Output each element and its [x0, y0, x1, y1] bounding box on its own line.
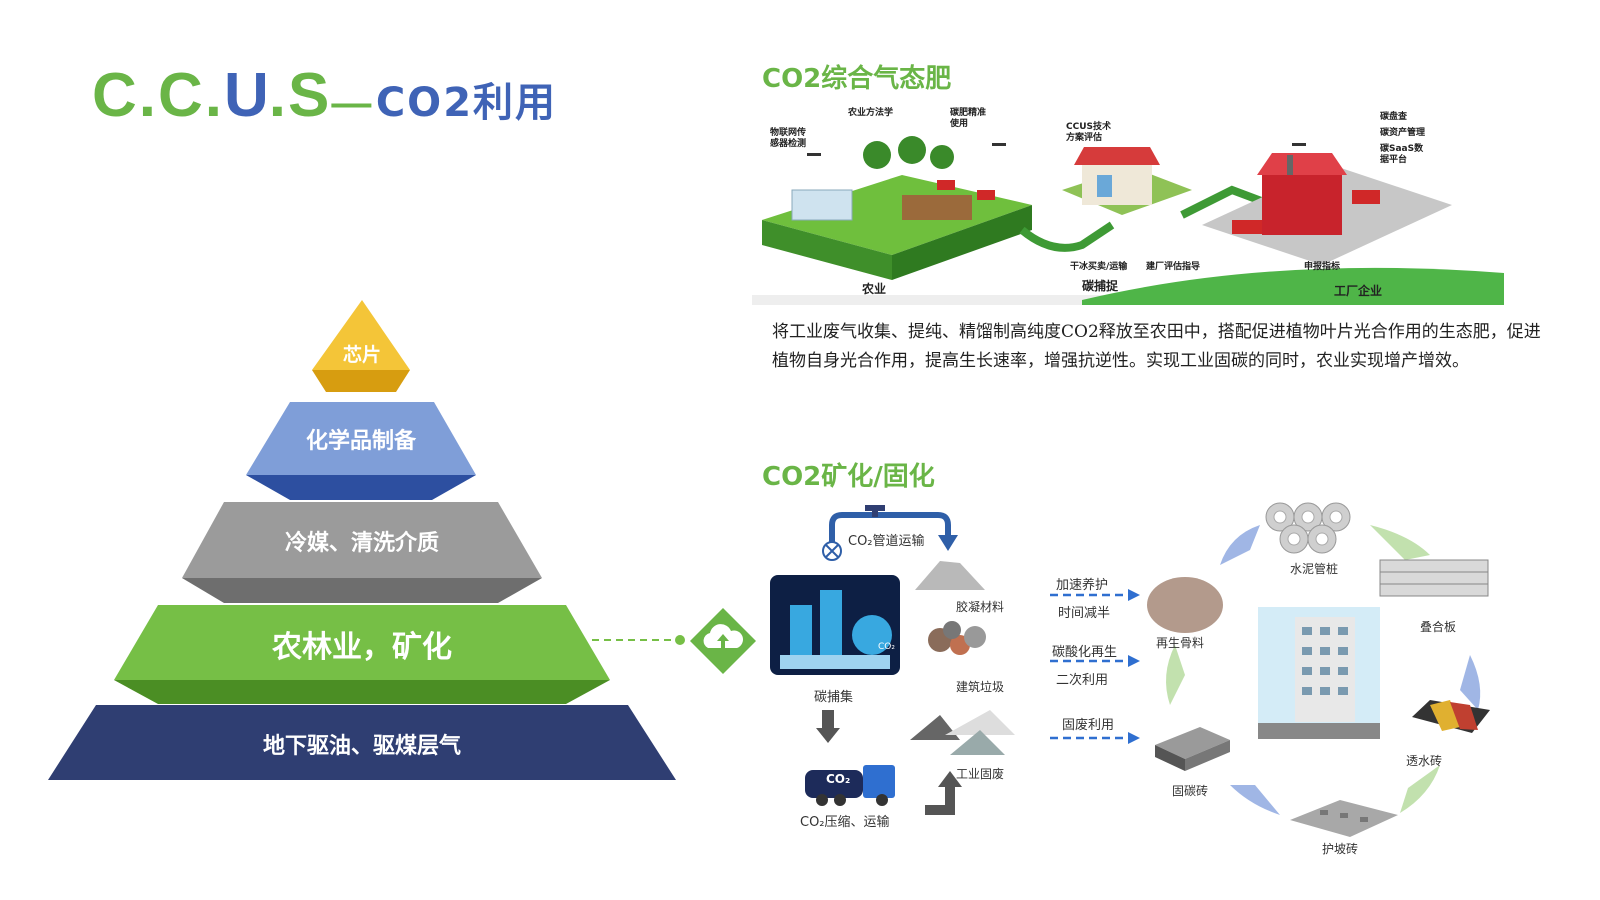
label-laminated-slab: 叠合板: [1420, 620, 1457, 634]
label-accelerated-curing: 加速养护: [1056, 578, 1109, 593]
label-slope-brick: 护坡砖: [1322, 842, 1359, 856]
label-report: 申报指标: [1304, 262, 1341, 272]
pyramid-level-chip-base: [312, 370, 410, 392]
label-saas: 碳SaaS数 据平台: [1380, 144, 1424, 165]
label-fert: 碳肥精准 使用: [950, 108, 987, 129]
pyramid-level-underground: [48, 705, 676, 780]
label-factory: 工厂企业: [1334, 284, 1383, 298]
label-construction-waste: 建筑垃圾: [956, 680, 1005, 694]
label-carbon-inventory: 碳盘查: [1380, 112, 1408, 122]
title-dash: —: [331, 81, 372, 125]
label-permeable-brick: 透水砖: [1406, 754, 1443, 768]
pyramid-level-chemicals: [246, 402, 476, 475]
label-cement-material: 胶凝材料: [956, 600, 1005, 614]
label-iot: 物联网传 感器检测: [770, 128, 807, 149]
truck-co2-badge: CO₂: [826, 772, 851, 786]
label-carbon-fixing-brick: 固碳砖: [1172, 784, 1209, 798]
pyramid-level-refrigerant: [182, 502, 542, 578]
title-u: U: [224, 61, 269, 130]
pyramid-label-chemicals: 化学品制备: [305, 429, 416, 454]
label-plant-eval: 建厂评估指导: [1146, 262, 1201, 272]
page-subtitle: CO2利用: [375, 80, 558, 126]
label-pipeline: CO₂管道运输: [848, 534, 925, 549]
pyramid-level-agriculture: [114, 605, 610, 680]
pyramid: [48, 300, 685, 780]
pyramid-level-refrigerant-base: [182, 578, 542, 603]
label-dry-ice: 干冰买卖/运输: [1070, 262, 1128, 272]
label-secondary-use: 二次利用: [1056, 673, 1109, 688]
label-agriculture: 农业: [862, 282, 887, 296]
label-solid-waste-use: 固废利用: [1062, 718, 1115, 733]
pyramid-level-agriculture-base: [114, 680, 610, 704]
mineralization-diagram: [770, 502, 1490, 837]
label-compress-transport: CO₂压缩、运输: [800, 815, 890, 830]
pyramid-label-chip: 芯片: [342, 344, 381, 366]
label-industrial-solid-waste: 工业固废: [956, 767, 1005, 781]
title-c2: C.: [158, 61, 224, 130]
label-carbonation-regen: 碳酸化再生: [1052, 645, 1118, 660]
section2-heading: CO2矿化/固化: [762, 462, 935, 492]
label-agri-method: 农业方法学: [848, 108, 894, 118]
label-time-halved: 时间减半: [1058, 606, 1111, 621]
title-s: .S: [268, 61, 332, 130]
label-recycled-aggregate: 再生骨料: [1156, 636, 1205, 650]
page-title: C.C.U.S— CO2利用: [92, 60, 557, 131]
label-carbon-capture: 碳捕集: [814, 690, 854, 705]
label-cement-pipe-pile: 水泥管桩: [1290, 562, 1339, 576]
label-capture: 碳捕捉: [1082, 279, 1119, 293]
pyramid-level-chemicals-base: [246, 475, 476, 500]
pyramid-level-chip: [312, 300, 410, 370]
connector-dot: [675, 635, 685, 645]
pyramid-label-underground: 地下驱油、驱煤层气: [262, 734, 461, 759]
label-asset-mgmt: 碳资产管理: [1380, 128, 1426, 138]
cloud-upload-icon: [690, 608, 756, 674]
pyramid-label-refrigerant: 冷媒、清洗介质: [284, 531, 439, 556]
label-ccus-eval: CCUS技术 方案评估: [1066, 122, 1112, 143]
tank-co2-badge: CO₂: [878, 642, 895, 652]
gas-fertilizer-illustration: [752, 136, 1504, 305]
section1-heading: CO2综合气态肥: [762, 64, 952, 94]
section1-description: 将工业废气收集、提纯、精馏制高纯度CO2释放至农田中，搭配促进植物叶片光合作用的…: [772, 322, 1541, 371]
pyramid-label-agriculture: 农林业，矿化: [272, 630, 452, 665]
title-c1: C.: [92, 61, 158, 130]
